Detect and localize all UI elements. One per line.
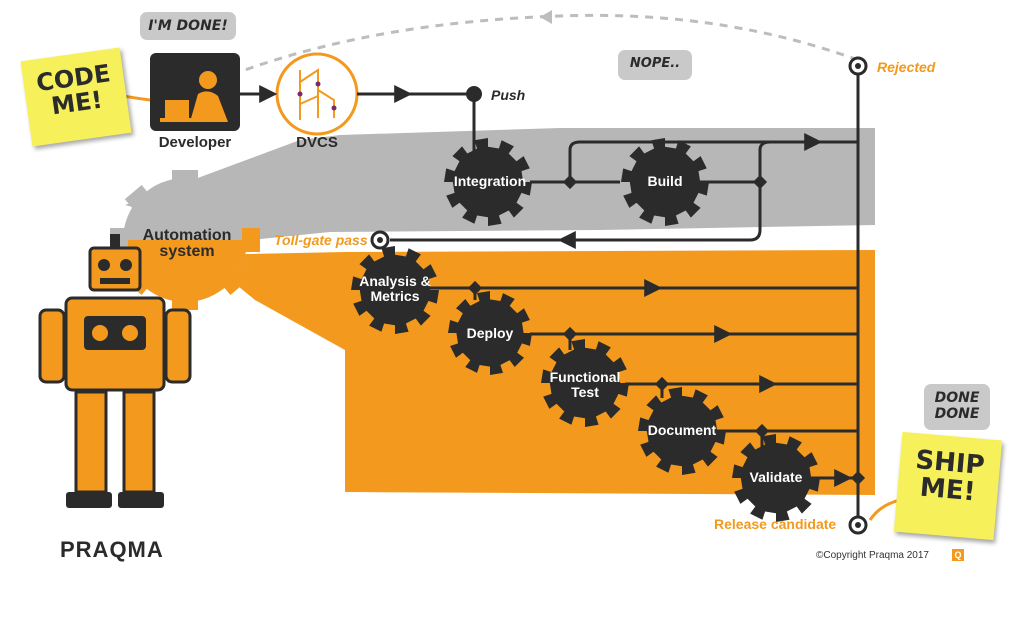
rejected-label: Rejected — [877, 59, 936, 75]
automation-system-label: Automation system — [142, 227, 232, 260]
rejected-return-arc — [244, 13, 859, 72]
release-candidate-label: Release candidate — [714, 516, 837, 532]
validate-label: Validate — [749, 469, 803, 485]
robot-icon — [38, 234, 192, 508]
analysis-gear-icon — [351, 246, 439, 334]
dvcs-icon — [275, 52, 359, 136]
document-gear-icon — [638, 387, 726, 475]
functional-test-gear-icon — [541, 339, 629, 427]
analysis-label: Analysis & Metrics — [359, 273, 431, 305]
code-me-note: CODE ME! — [20, 47, 132, 147]
nope-bubble: NOPE.. — [618, 50, 692, 80]
document-label: Document — [647, 422, 717, 438]
copyright-text: ©Copyright Praqma 2017 — [816, 550, 929, 561]
junction-markers — [466, 86, 866, 486]
deploy-gear-icon — [448, 291, 532, 375]
im-done-bubble: I'M DONE! — [140, 12, 236, 40]
developer-icon — [150, 53, 240, 131]
push-label: Push — [491, 87, 526, 103]
ship-me-note: SHIP ME! — [893, 431, 1003, 541]
done-done-bubble: DONE DONE — [924, 384, 990, 430]
deploy-label: Deploy — [466, 325, 514, 341]
build-label: Build — [647, 173, 683, 189]
praqma-q-icon: Q — [952, 549, 964, 561]
developer-caption: Developer — [158, 134, 232, 151]
validate-gear-icon — [732, 434, 820, 522]
target-markers — [370, 56, 868, 535]
integration-gear-icon — [444, 138, 532, 226]
praqma-logo: PRAQMA — [60, 537, 164, 562]
integration-label: Integration — [453, 173, 527, 189]
dvcs-caption: DVCS — [296, 134, 338, 151]
build-gear-icon — [621, 138, 709, 226]
toll-gate-label: Toll-gate pass — [274, 232, 368, 248]
functional-test-label: Functional Test — [549, 369, 621, 401]
